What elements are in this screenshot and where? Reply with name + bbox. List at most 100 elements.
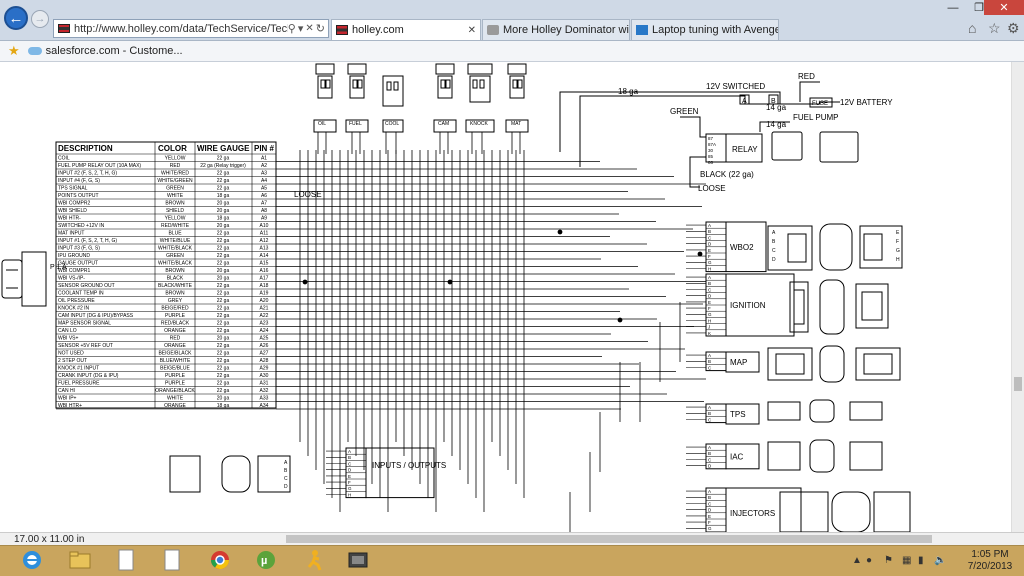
wiring-diagram: OIL FUEL COOL CAM KNOCK MAT DESCRIPTION … xyxy=(1,63,911,532)
tray-clock[interactable]: 1:05 PM 7/20/2013 xyxy=(962,549,1018,573)
close-icon: ✕ xyxy=(999,2,1009,14)
table-header-wire-gauge: WIRE GAUGE xyxy=(197,144,250,153)
connector-tag-cam: CAM xyxy=(438,121,449,127)
label-black-22ga: BLACK (22 ga) xyxy=(700,170,754,179)
volume-icon[interactable]: 🔈 xyxy=(934,555,947,566)
io-connector-pin: A xyxy=(284,460,288,466)
tab-dominator-wiring[interactable]: More Holley Dominator wiring... xyxy=(482,19,630,40)
table-cell: GREEN xyxy=(166,253,184,259)
taskbar-document-2[interactable] xyxy=(158,548,186,572)
module-pin-label: D xyxy=(708,294,712,299)
table-cell: 20 ga xyxy=(217,223,230,229)
table-cell: CAN LO xyxy=(58,328,77,334)
horizontal-scroll-thumb[interactable] xyxy=(286,535,932,543)
table-cell: BROWN xyxy=(165,291,185,297)
tray-app-icon[interactable]: ● xyxy=(866,555,873,566)
tab-laptop-tuning[interactable]: Laptop tuning with Avenger 2... xyxy=(631,19,779,40)
module-pin-label: C xyxy=(708,417,712,422)
table-cell: 20 ga xyxy=(217,268,230,274)
restore-button[interactable]: ❐ xyxy=(966,0,992,15)
table-cell: WBI HTR- xyxy=(58,216,81,222)
back-button[interactable]: ← xyxy=(4,6,28,30)
minimize-button[interactable]: — xyxy=(940,0,966,15)
table-cell: 18 ga xyxy=(217,193,230,199)
forward-button[interactable]: → xyxy=(31,10,49,28)
tab-holley[interactable]: holley.com ✕ xyxy=(331,19,481,40)
table-cell: PURPLE xyxy=(165,373,186,379)
home-icon[interactable]: ⌂ xyxy=(968,20,977,36)
table-cell: 22 ga xyxy=(217,306,230,312)
close-tab-icon[interactable]: ✕ xyxy=(467,24,476,36)
table-cell: A8 xyxy=(261,208,267,214)
table-cell: 22 ga xyxy=(217,388,230,394)
table-cell: A22 xyxy=(260,313,269,319)
holley-favicon-icon xyxy=(58,24,70,33)
restore-icon: ❐ xyxy=(974,2,984,14)
gear-icon[interactable]: ⚙ xyxy=(1007,20,1020,36)
search-icon[interactable]: ⚲ xyxy=(287,23,296,35)
action-center-flag-icon[interactable]: ⚑ xyxy=(884,555,893,566)
taskbar-runner-app[interactable] xyxy=(300,548,328,572)
utorrent-icon: µ xyxy=(257,551,275,569)
dropdown-icon[interactable]: ▾ xyxy=(297,23,304,35)
table-cell: IPU GROUND xyxy=(58,253,90,259)
vertical-scroll-thumb[interactable] xyxy=(1014,377,1022,391)
taskbar-internet-explorer[interactable] xyxy=(18,548,46,572)
wbo2-connector-pin: F xyxy=(896,239,899,245)
close-window-button[interactable]: ✕ xyxy=(984,0,1024,15)
io-connectors xyxy=(169,455,291,493)
label-red: RED xyxy=(798,72,815,81)
connector-tag-cool: COOL xyxy=(385,121,399,127)
relay-pin-85: 85 xyxy=(708,154,714,159)
close-icon[interactable]: ✕ xyxy=(305,23,314,34)
table-cell: A17 xyxy=(260,276,269,282)
table-cell: A31 xyxy=(260,381,269,387)
table-cell: A28 xyxy=(260,358,269,364)
module-pin-label: A xyxy=(708,445,711,450)
favorites-bar: ★ salesforce.com - Custome... xyxy=(0,41,1024,62)
table-cell: WHITE/BLACK xyxy=(158,246,193,252)
table-cell: WBI COMPR2 xyxy=(58,201,90,207)
taskbar-chrome[interactable] xyxy=(206,548,234,572)
table-cell: 22 ga xyxy=(217,321,230,327)
power-section xyxy=(559,81,859,188)
module-pin-label: A xyxy=(708,275,711,280)
table-cell: 22 ga xyxy=(217,253,230,259)
network-icon[interactable]: ▦ xyxy=(902,555,912,566)
taskbar-file-explorer[interactable] xyxy=(66,548,94,572)
module-pin-label: A xyxy=(348,449,351,454)
add-favorite-star-icon[interactable]: ★ xyxy=(8,43,20,58)
table-cell: PURPLE xyxy=(165,381,186,387)
table-cell: CRANK INPUT (DG & IPU) xyxy=(58,373,119,379)
module-pin-label: C xyxy=(708,235,712,240)
label-tag-a: A xyxy=(742,98,747,105)
address-url[interactable]: http://www.holley.com/data/TechService/T… xyxy=(74,22,288,35)
vertical-scrollbar[interactable] xyxy=(1011,62,1024,532)
show-hidden-icons-icon[interactable]: ▲ xyxy=(852,555,862,566)
table-cell: WHITE/GREEN xyxy=(157,178,193,184)
refresh-icon[interactable]: ↻ xyxy=(315,23,325,35)
battery-icon[interactable]: ▮ xyxy=(918,555,924,566)
document-icon xyxy=(118,549,134,571)
taskbar-tuning-app[interactable] xyxy=(344,548,372,572)
favorite-item-salesforce[interactable]: salesforce.com - Custome... xyxy=(45,45,183,57)
table-header-pin: PIN # xyxy=(254,144,275,153)
module-pin-label: B xyxy=(708,281,711,286)
table-cell: YELLOW xyxy=(165,216,186,222)
top-connector-tags: OIL FUEL COOL CAM KNOCK MAT xyxy=(318,121,521,127)
wbo2-connectors xyxy=(767,223,903,271)
connector-illustrations xyxy=(169,223,911,532)
table-cell: 20 ga xyxy=(217,336,230,342)
table-cell: TPS SIGNAL xyxy=(58,186,88,192)
table-cell: A13 xyxy=(260,246,269,252)
table-cell: GREY xyxy=(168,298,183,304)
taskbar-utorrent[interactable]: µ xyxy=(252,548,280,572)
favorites-star-icon[interactable]: ☆ xyxy=(988,20,1001,36)
taskbar-document-1[interactable] xyxy=(112,548,140,572)
wbo2-connector-pin: C xyxy=(772,248,776,254)
table-cell: A5 xyxy=(261,186,267,192)
table-cell: MAT INPUT xyxy=(58,231,84,237)
address-bar[interactable]: http://www.holley.com/data/TechService/T… xyxy=(53,19,329,38)
